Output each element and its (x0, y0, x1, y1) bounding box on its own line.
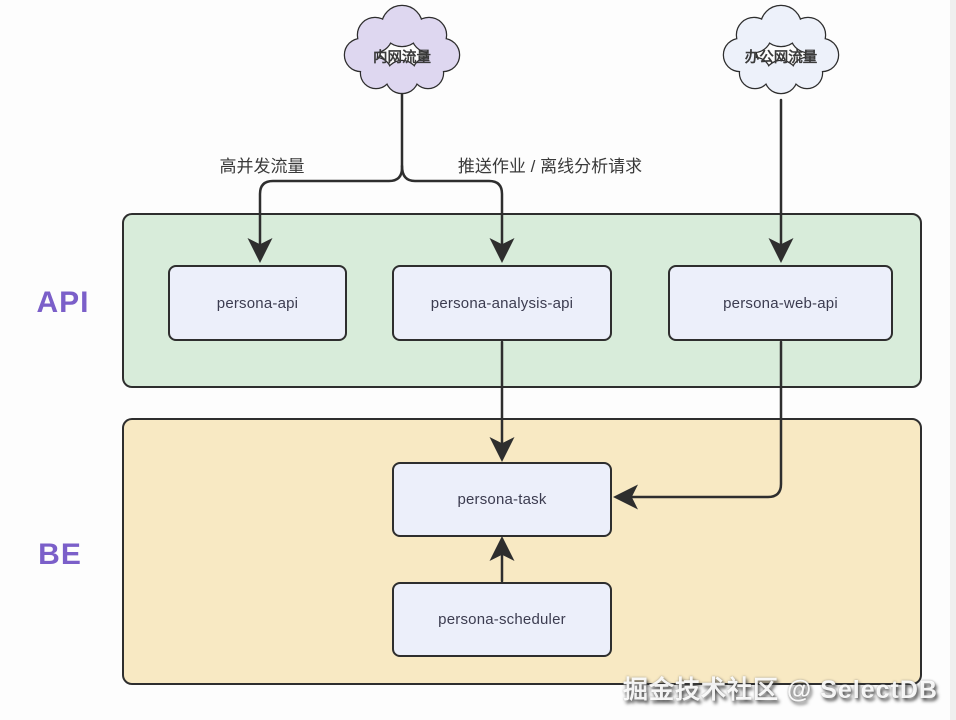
node-persona-web-api-label: persona-web-api (723, 294, 838, 312)
intranet-cloud-label: 内网流量 (373, 48, 431, 66)
office-cloud-icon: 办公网流量 (722, 4, 840, 95)
node-persona-scheduler: persona-scheduler (392, 582, 612, 657)
intranet-cloud-icon: 内网流量 (343, 4, 461, 95)
node-persona-api-label: persona-api (216, 294, 299, 312)
edge-label-high-concurrency: 高并发流量 (219, 157, 305, 176)
frame-edge (950, 0, 956, 720)
node-persona-analysis-api-label: persona-analysis-api (430, 294, 574, 312)
node-persona-task: persona-task (392, 462, 612, 537)
api-group-label: API (36, 286, 90, 319)
be-group-label: BE (38, 538, 82, 571)
node-persona-analysis-api: persona-analysis-api (392, 265, 612, 341)
edge-label-push-offline: 推送作业 / 离线分析请求 (457, 157, 643, 176)
watermark: 掘金技术社区 @ SelectDB (622, 676, 938, 704)
node-persona-api: persona-api (168, 265, 347, 341)
node-persona-task-label: persona-task (457, 491, 547, 508)
node-persona-scheduler-label: persona-scheduler (438, 611, 566, 628)
office-cloud-label: 办公网流量 (745, 48, 818, 66)
node-persona-web-api: persona-web-api (668, 265, 893, 341)
